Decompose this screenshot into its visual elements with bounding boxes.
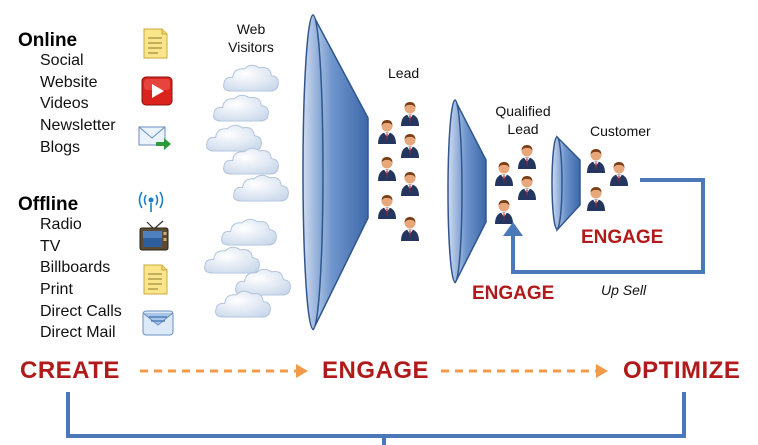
engage-customer-label: ENGAGE — [581, 227, 664, 248]
web-visitors-clouds — [204, 64, 291, 318]
lead-label: Lead — [388, 65, 420, 81]
social-document-icon — [143, 28, 168, 59]
person-icon — [401, 101, 419, 126]
cloud-icon — [223, 64, 279, 92]
person-icon — [401, 216, 419, 241]
cloud-icon — [204, 246, 260, 274]
web-visitors-label-line2: Visitors — [228, 39, 274, 55]
radio-antenna-icon — [138, 191, 164, 212]
funnel-medium — [447, 99, 487, 284]
cloud-icon — [223, 147, 279, 175]
lead-people — [378, 101, 419, 241]
stage-create: CREATE — [20, 357, 120, 384]
up-sell-label: Up Sell — [601, 282, 647, 298]
person-icon — [518, 175, 536, 200]
offline-item-direct-mail: Direct Mail — [40, 324, 116, 341]
qualified-label-line2: Lead — [507, 121, 539, 137]
cloud-icon — [213, 94, 269, 122]
engage-qualified-label: ENGAGE — [472, 283, 555, 304]
online-item-social: Social — [40, 52, 84, 69]
engage-to-optimize-arrow-head — [596, 364, 608, 378]
qualified-label-line1: Qualified — [495, 103, 551, 119]
stage-engage: ENGAGE — [322, 357, 430, 384]
qualified-people — [495, 144, 536, 224]
tv-icon — [139, 220, 169, 251]
customer-label: Customer — [590, 123, 651, 139]
stage-optimize: OPTIMIZE — [623, 357, 741, 384]
create-to-engage-arrow-head — [296, 364, 308, 378]
online-item-blogs: Blogs — [40, 139, 81, 156]
person-icon — [495, 161, 513, 186]
online-item-newsletter: Newsletter — [40, 117, 116, 134]
offline-item-radio: Radio — [40, 216, 82, 233]
newsletter-email-icon — [138, 126, 171, 150]
online-heading: Online — [18, 30, 78, 51]
offline-item-print: Print — [40, 281, 73, 298]
offline-item-billboards: Billboards — [40, 259, 111, 276]
website-play-icon — [141, 76, 173, 106]
feedback-bracket — [66, 392, 686, 438]
customer-people — [587, 148, 628, 211]
person-icon — [587, 148, 605, 173]
funnel-large — [302, 14, 369, 331]
person-icon — [378, 119, 396, 144]
print-document-icon — [143, 264, 168, 295]
cloud-icon — [221, 218, 277, 246]
web-visitors-label-line1: Web — [236, 21, 266, 37]
up-sell-arrow-head — [503, 222, 523, 236]
person-icon — [495, 199, 513, 224]
person-icon — [401, 133, 419, 158]
person-icon — [378, 156, 396, 181]
funnel-small — [551, 135, 581, 232]
direct-mail-envelope-icon — [142, 310, 174, 336]
cloud-icon — [206, 124, 262, 152]
person-icon — [401, 171, 419, 196]
online-item-videos: Videos — [40, 95, 89, 112]
person-icon — [378, 194, 396, 219]
offline-item-direct-calls: Direct Calls — [40, 303, 122, 320]
person-icon — [518, 144, 536, 169]
up-sell-loop-arrow — [511, 178, 705, 274]
cloud-icon — [233, 174, 289, 202]
offline-item-tv: TV — [40, 238, 61, 255]
person-icon — [610, 161, 628, 186]
online-item-website: Website — [40, 74, 98, 91]
person-icon — [587, 186, 605, 211]
offline-heading: Offline — [18, 194, 79, 215]
